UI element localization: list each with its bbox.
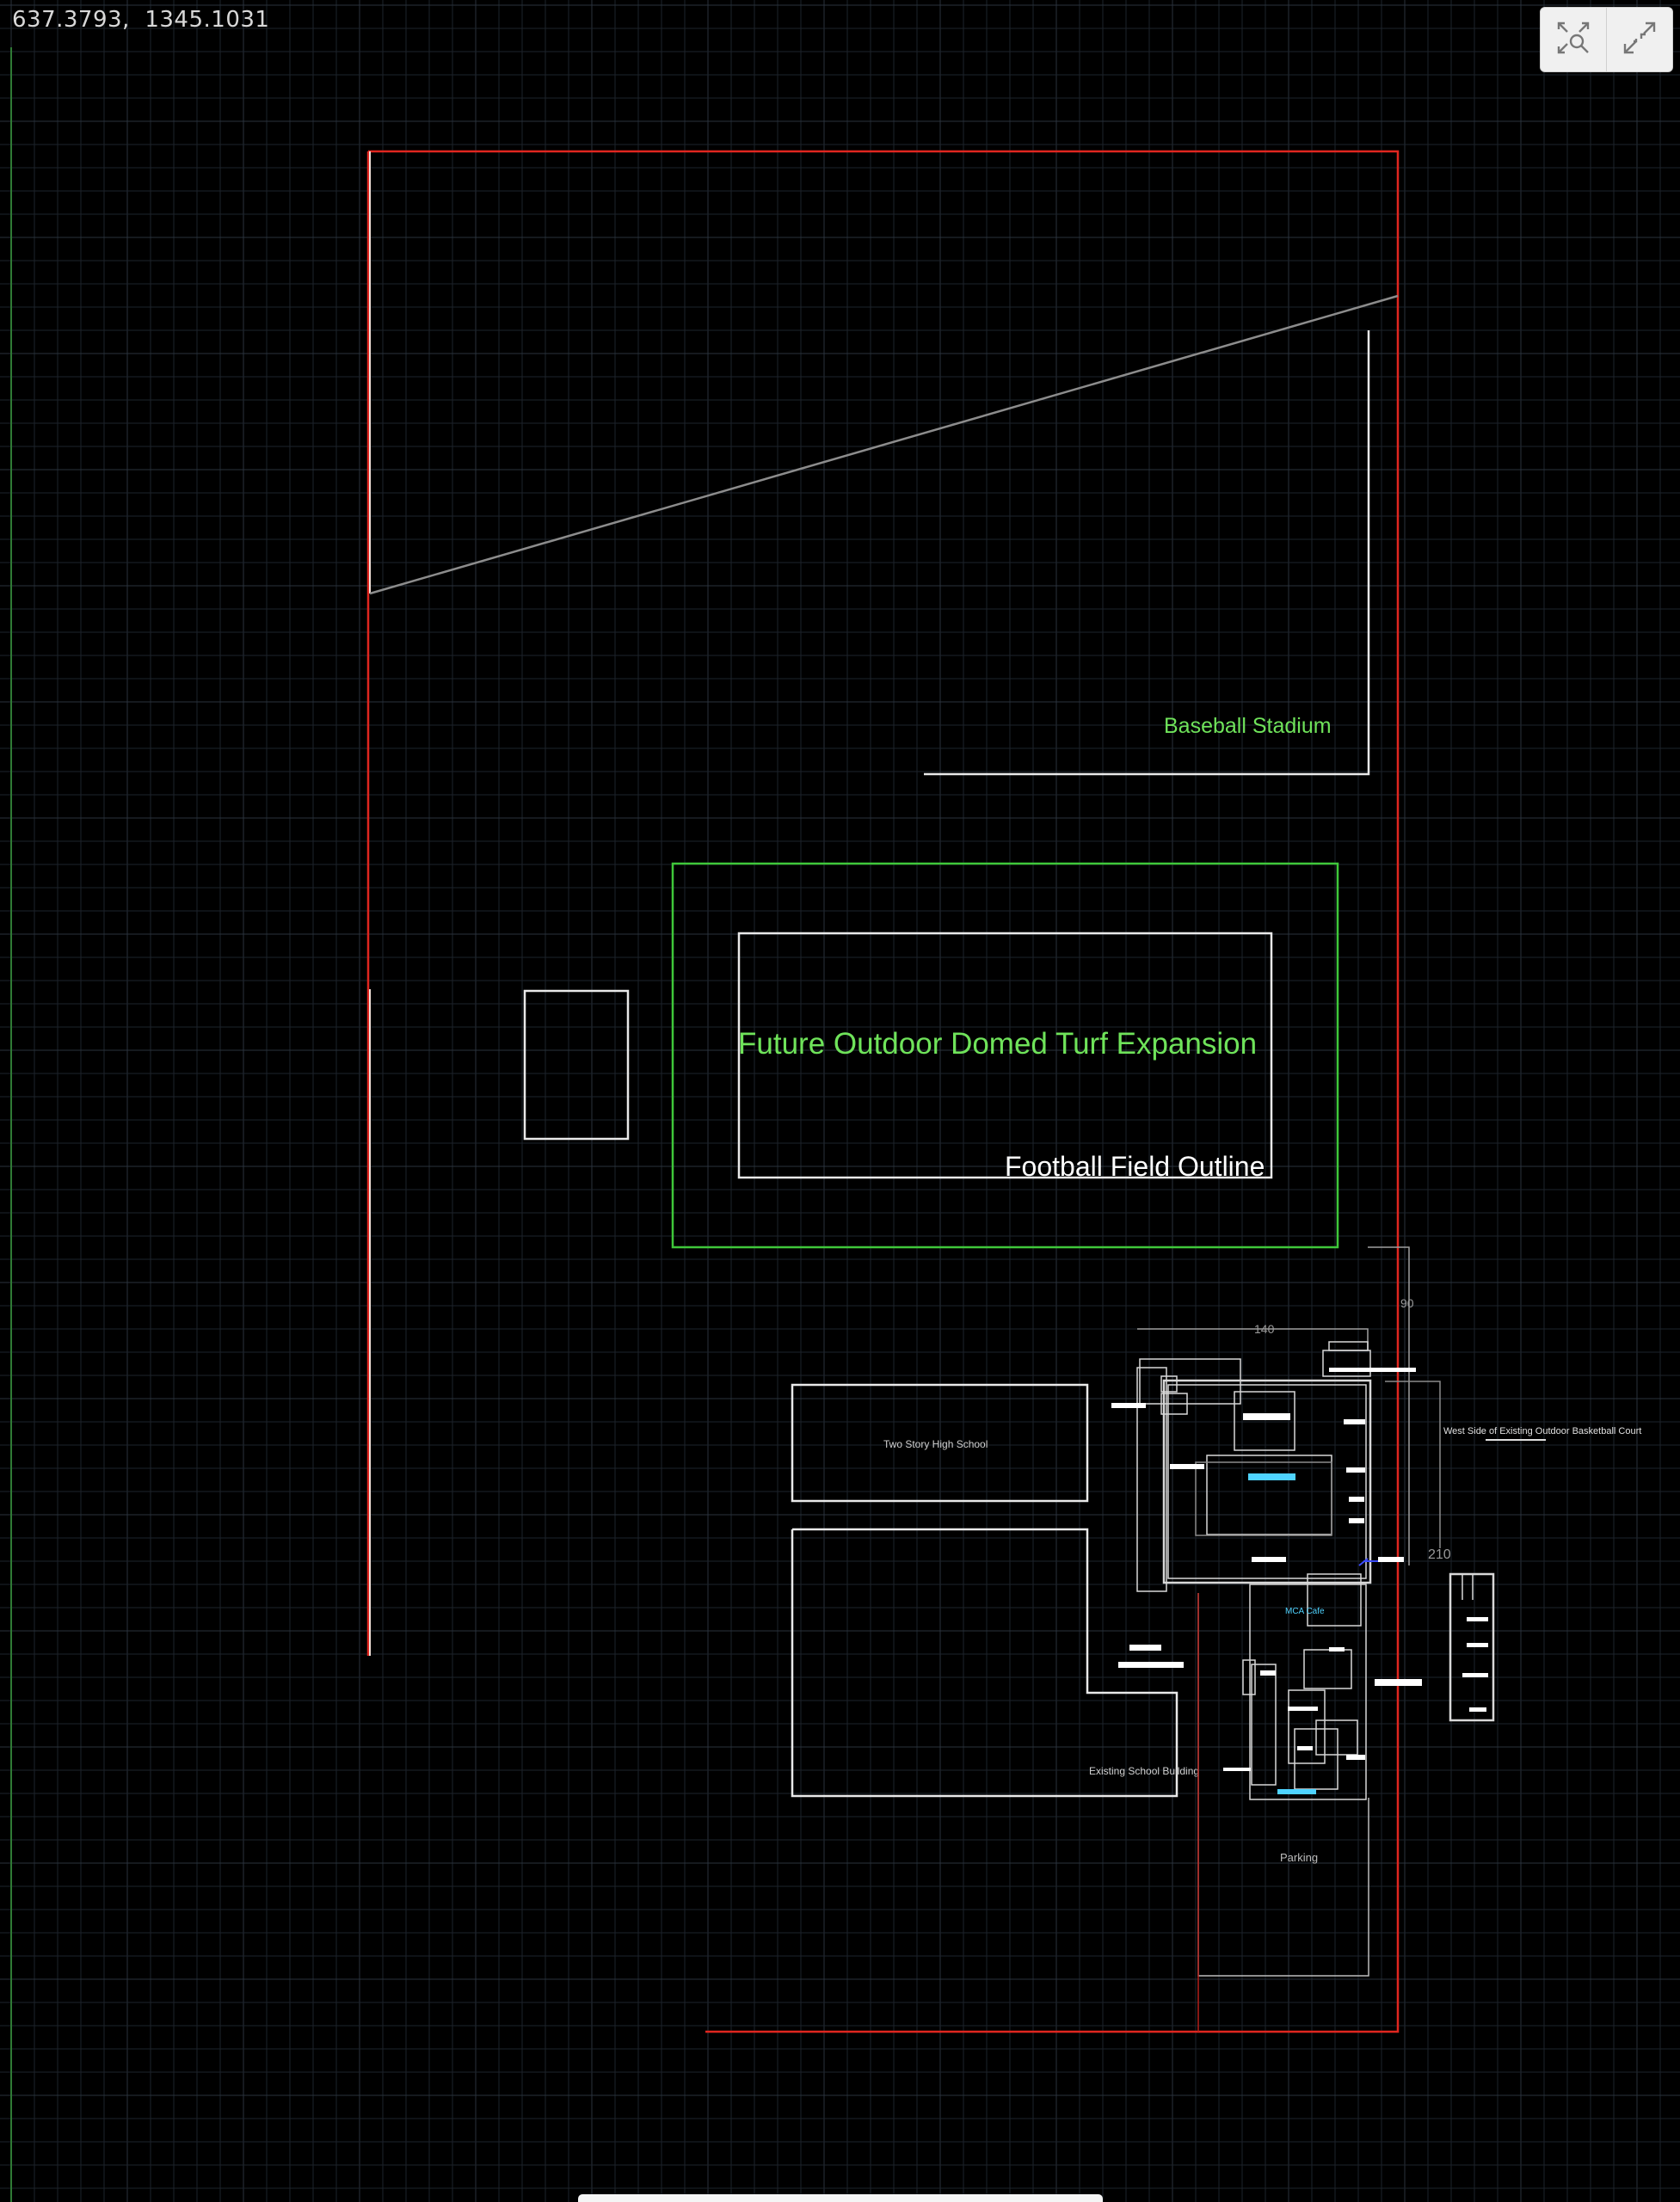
property-boundary — [366, 150, 1400, 2033]
existing-school-building: Existing School Building — [791, 1528, 1199, 1798]
future-dome-label: Future Outdoor Domed Turf Expansion — [738, 1027, 1257, 1061]
dimension-90: 90 — [1400, 1296, 1414, 1310]
basketball-court-label: West Side of Existing Outdoor Basketball… — [1443, 1426, 1641, 1436]
existing-school-label: Existing School Building — [1089, 1765, 1199, 1777]
small-building-outline — [523, 989, 630, 1141]
cursor-coordinate-readout: 637.3793, 1345.1031 — [12, 7, 270, 33]
existing-campus-complex: 140 90 210 Parking MCA Cafe — [1136, 1246, 1641, 2032]
home-indicator-bar — [578, 2194, 1103, 2202]
parking-label: Parking — [1280, 1851, 1318, 1864]
two-story-label: Two Story High School — [883, 1438, 988, 1450]
dome-expansion-area: Future Outdoor Domed Turf Expansion Foot… — [671, 862, 1339, 1249]
football-field-label: Football Field Outline — [1005, 1151, 1265, 1182]
zoom-extents-button[interactable] — [1541, 8, 1607, 71]
exit-fullscreen-button[interactable] — [1607, 8, 1672, 71]
viewer-toolbar — [1540, 7, 1673, 72]
mca-cafe-label: MCA Cafe — [1285, 1607, 1325, 1616]
baseball-stadium-label: Baseball Stadium — [1164, 714, 1332, 738]
zoom-extents-icon — [1555, 20, 1591, 60]
complex-accent-marks — [1248, 1473, 1316, 1794]
dimension-210: 210 — [1428, 1547, 1451, 1562]
exit-fullscreen-icon — [1622, 20, 1658, 60]
dimension-140: 140 — [1254, 1322, 1275, 1336]
baseball-stadium: Baseball Stadium — [369, 294, 1399, 776]
complex-solid-marks — [1111, 1368, 1488, 1771]
two-story-high-school: Two Story High School — [791, 1383, 1089, 1503]
